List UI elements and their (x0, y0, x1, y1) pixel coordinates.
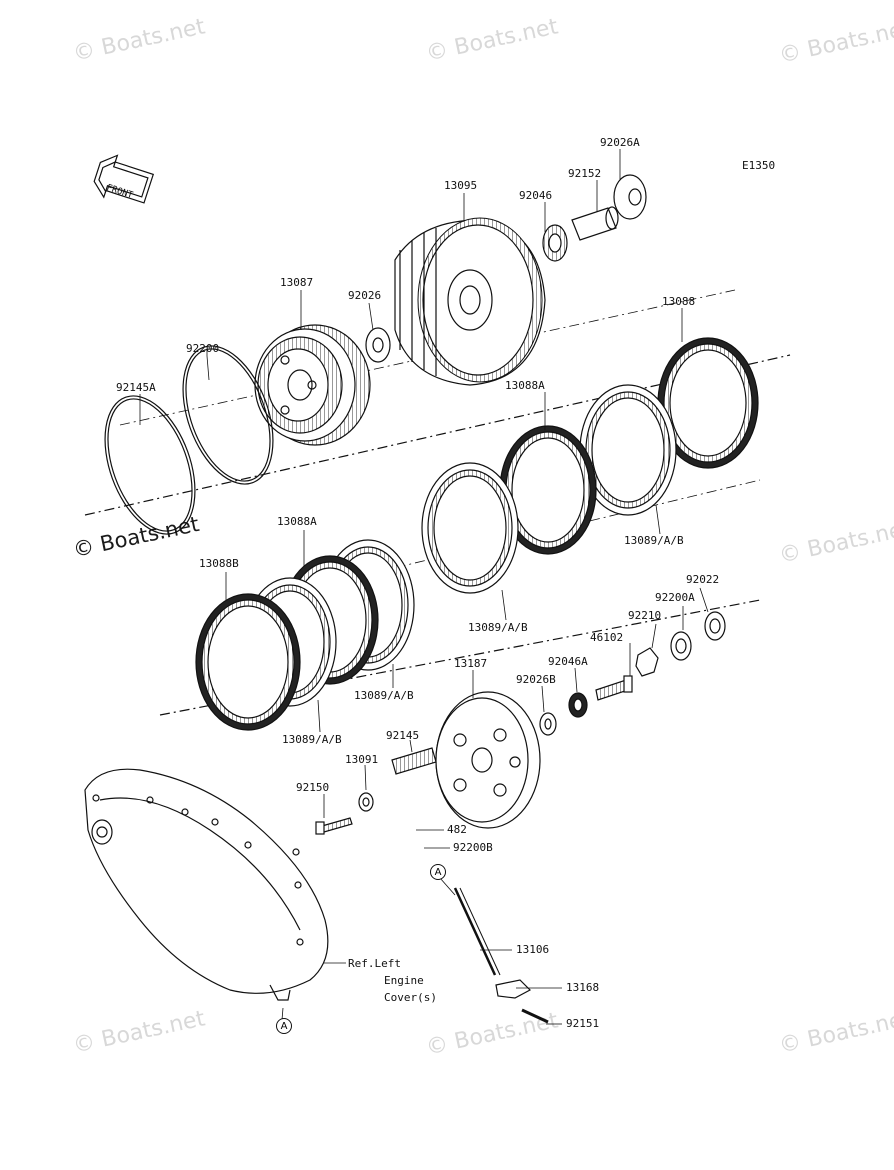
part-label[interactable]: 92152 (568, 167, 602, 180)
callout-marker: A (276, 1018, 292, 1034)
part-label[interactable]: 92200B (453, 841, 493, 854)
ref-note: Ref.Left Engine Cover(s) (348, 955, 437, 1006)
part-label[interactable]: 92026A (600, 136, 640, 149)
part-label[interactable]: 92026 (348, 289, 382, 302)
ref-note-line: Ref.Left (348, 957, 401, 970)
callout-marker: A (430, 864, 446, 880)
part-label[interactable]: 92026B (516, 673, 556, 686)
part-label[interactable]: 13087 (280, 276, 314, 289)
part-label[interactable]: 13088B (199, 557, 239, 570)
part-label[interactable]: 13089/A/B (624, 534, 684, 547)
part-label[interactable]: 13089/A/B (354, 689, 414, 702)
part-label[interactable]: 92200A (655, 591, 695, 604)
part-label[interactable]: 13168 (566, 981, 600, 994)
part-label[interactable]: 13187 (454, 657, 488, 670)
part-label[interactable]: 13088A (277, 515, 317, 528)
ref-note-line: Engine (384, 974, 424, 987)
part-label[interactable]: 13091 (345, 753, 379, 766)
part-label[interactable]: 92145 (386, 729, 420, 742)
diagram-code: E1350 (742, 159, 776, 172)
part-label[interactable]: 13088A (505, 379, 545, 392)
part-label[interactable]: 92210 (628, 609, 662, 622)
part-label[interactable]: 13089/A/B (468, 621, 528, 634)
part-label[interactable]: 92145A (116, 381, 156, 394)
part-label[interactable]: 13088 (662, 295, 696, 308)
ref-note-line: Cover(s) (384, 991, 437, 1004)
part-label[interactable]: 92151 (566, 1017, 600, 1030)
part-label[interactable]: 92046A (548, 655, 588, 668)
part-label[interactable]: 92150 (296, 781, 330, 794)
part-label[interactable]: 13106 (516, 943, 550, 956)
front-arrow-icon (93, 154, 155, 204)
part-label[interactable]: 13095 (444, 179, 478, 192)
part-label[interactable]: 92046 (519, 189, 553, 202)
part-label[interactable]: 92022 (686, 573, 720, 586)
part-label[interactable]: 482 (447, 823, 467, 836)
part-label[interactable]: 46102 (590, 631, 624, 644)
part-label[interactable]: 13089/A/B (282, 733, 342, 746)
part-label[interactable]: 92200 (186, 342, 220, 355)
